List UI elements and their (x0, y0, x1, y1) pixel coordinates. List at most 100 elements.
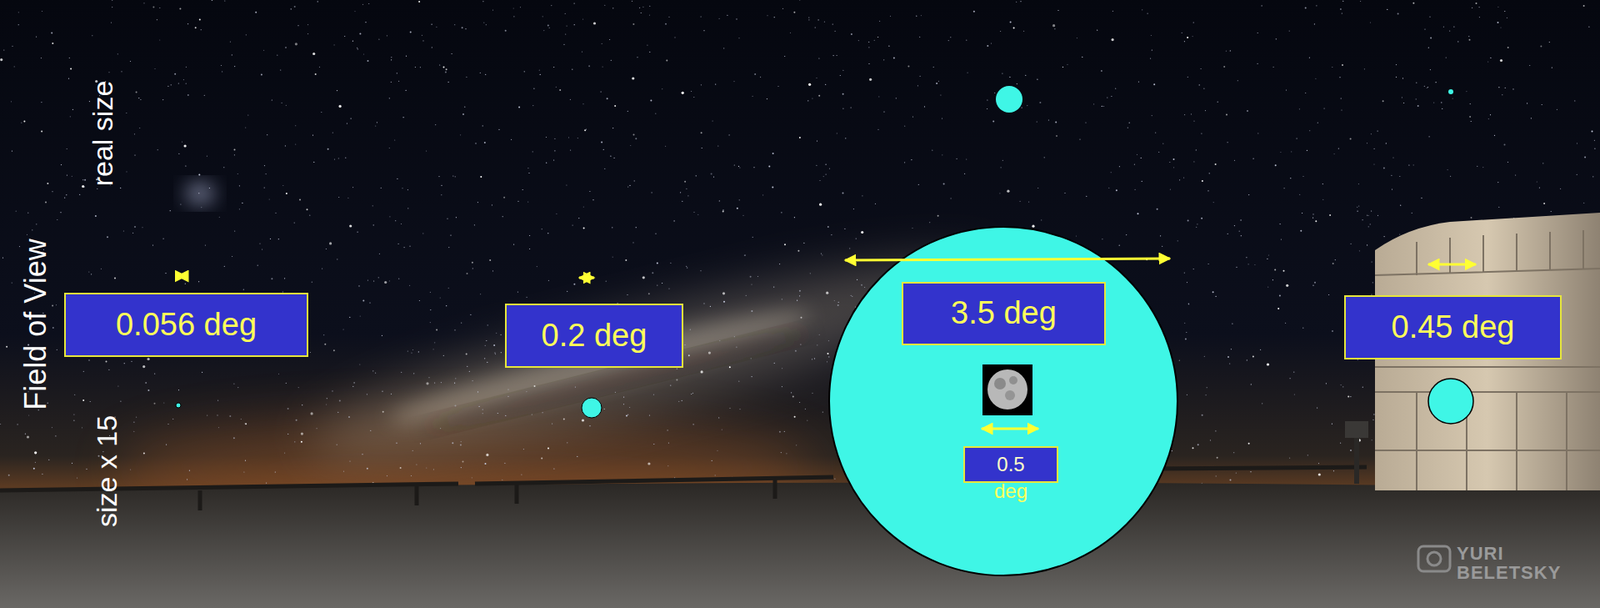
star (170, 210, 171, 211)
star (462, 113, 465, 115)
star (282, 185, 284, 186)
star (860, 284, 863, 286)
star (114, 276, 116, 279)
star (822, 411, 824, 413)
star (823, 175, 825, 177)
star (735, 346, 737, 348)
star (784, 55, 785, 57)
star (836, 55, 838, 56)
star (1358, 205, 1360, 207)
star (329, 241, 332, 245)
star (1052, 24, 1055, 27)
star (221, 70, 223, 72)
star (56, 219, 58, 220)
star (465, 76, 467, 78)
star (678, 400, 680, 402)
star (503, 196, 505, 199)
star (1170, 189, 1171, 190)
star (125, 112, 127, 114)
star (869, 78, 872, 81)
star (259, 243, 260, 245)
star (403, 116, 405, 118)
star (1342, 0, 1344, 2)
star (1530, 117, 1532, 119)
star (827, 225, 830, 228)
star (35, 223, 37, 225)
star (938, 80, 940, 82)
star (676, 368, 678, 370)
star (1040, 219, 1042, 220)
star (589, 190, 590, 192)
star (17, 423, 19, 425)
star (454, 24, 455, 25)
star (187, 94, 190, 96)
sign (1345, 420, 1369, 438)
star (1150, 58, 1151, 60)
star (479, 405, 480, 407)
star (19, 245, 20, 247)
star (1225, 114, 1228, 116)
star (890, 15, 891, 17)
fov-label-box: 0.056 deg (64, 292, 309, 357)
star (1391, 188, 1393, 190)
size-arrow (177, 275, 186, 278)
star (1497, 181, 1499, 183)
star (110, 22, 112, 24)
star (66, 148, 68, 150)
star (415, 66, 416, 68)
star (1285, 284, 1289, 287)
star (245, 460, 246, 461)
star (772, 152, 775, 155)
star (69, 57, 70, 59)
star (261, 248, 263, 250)
star (614, 157, 615, 159)
star (1279, 295, 1281, 297)
star (543, 30, 545, 31)
star (336, 90, 338, 91)
moon-frame (982, 364, 1033, 415)
star (147, 357, 150, 360)
star (1127, 127, 1129, 129)
star (1357, 359, 1359, 360)
star (306, 208, 309, 210)
star (895, 97, 897, 99)
star (343, 470, 345, 472)
star (455, 377, 456, 379)
star (219, 216, 220, 218)
star (808, 83, 811, 86)
star (904, 125, 905, 127)
star (183, 79, 185, 80)
star (774, 362, 775, 364)
star (1013, 27, 1015, 30)
star (1293, 371, 1295, 373)
star (157, 149, 159, 150)
star (575, 386, 576, 388)
star (412, 450, 414, 451)
star (1560, 188, 1561, 190)
star (1433, 102, 1435, 104)
star (840, 75, 841, 76)
star (723, 47, 725, 49)
star (134, 225, 136, 228)
star (83, 370, 85, 372)
star (413, 372, 415, 374)
star (85, 468, 87, 470)
star (1054, 28, 1055, 30)
star (874, 40, 875, 41)
star (349, 460, 350, 461)
star (1426, 87, 1428, 89)
star (771, 185, 774, 188)
star (1507, 161, 1509, 163)
star (651, 271, 654, 274)
star (505, 30, 507, 32)
star (649, 414, 650, 415)
star (367, 60, 370, 62)
star (179, 8, 181, 10)
star (547, 232, 549, 234)
star (806, 420, 808, 421)
star (1006, 190, 1010, 193)
star (471, 261, 474, 264)
star (386, 475, 388, 476)
star (965, 40, 967, 41)
star (280, 69, 281, 70)
